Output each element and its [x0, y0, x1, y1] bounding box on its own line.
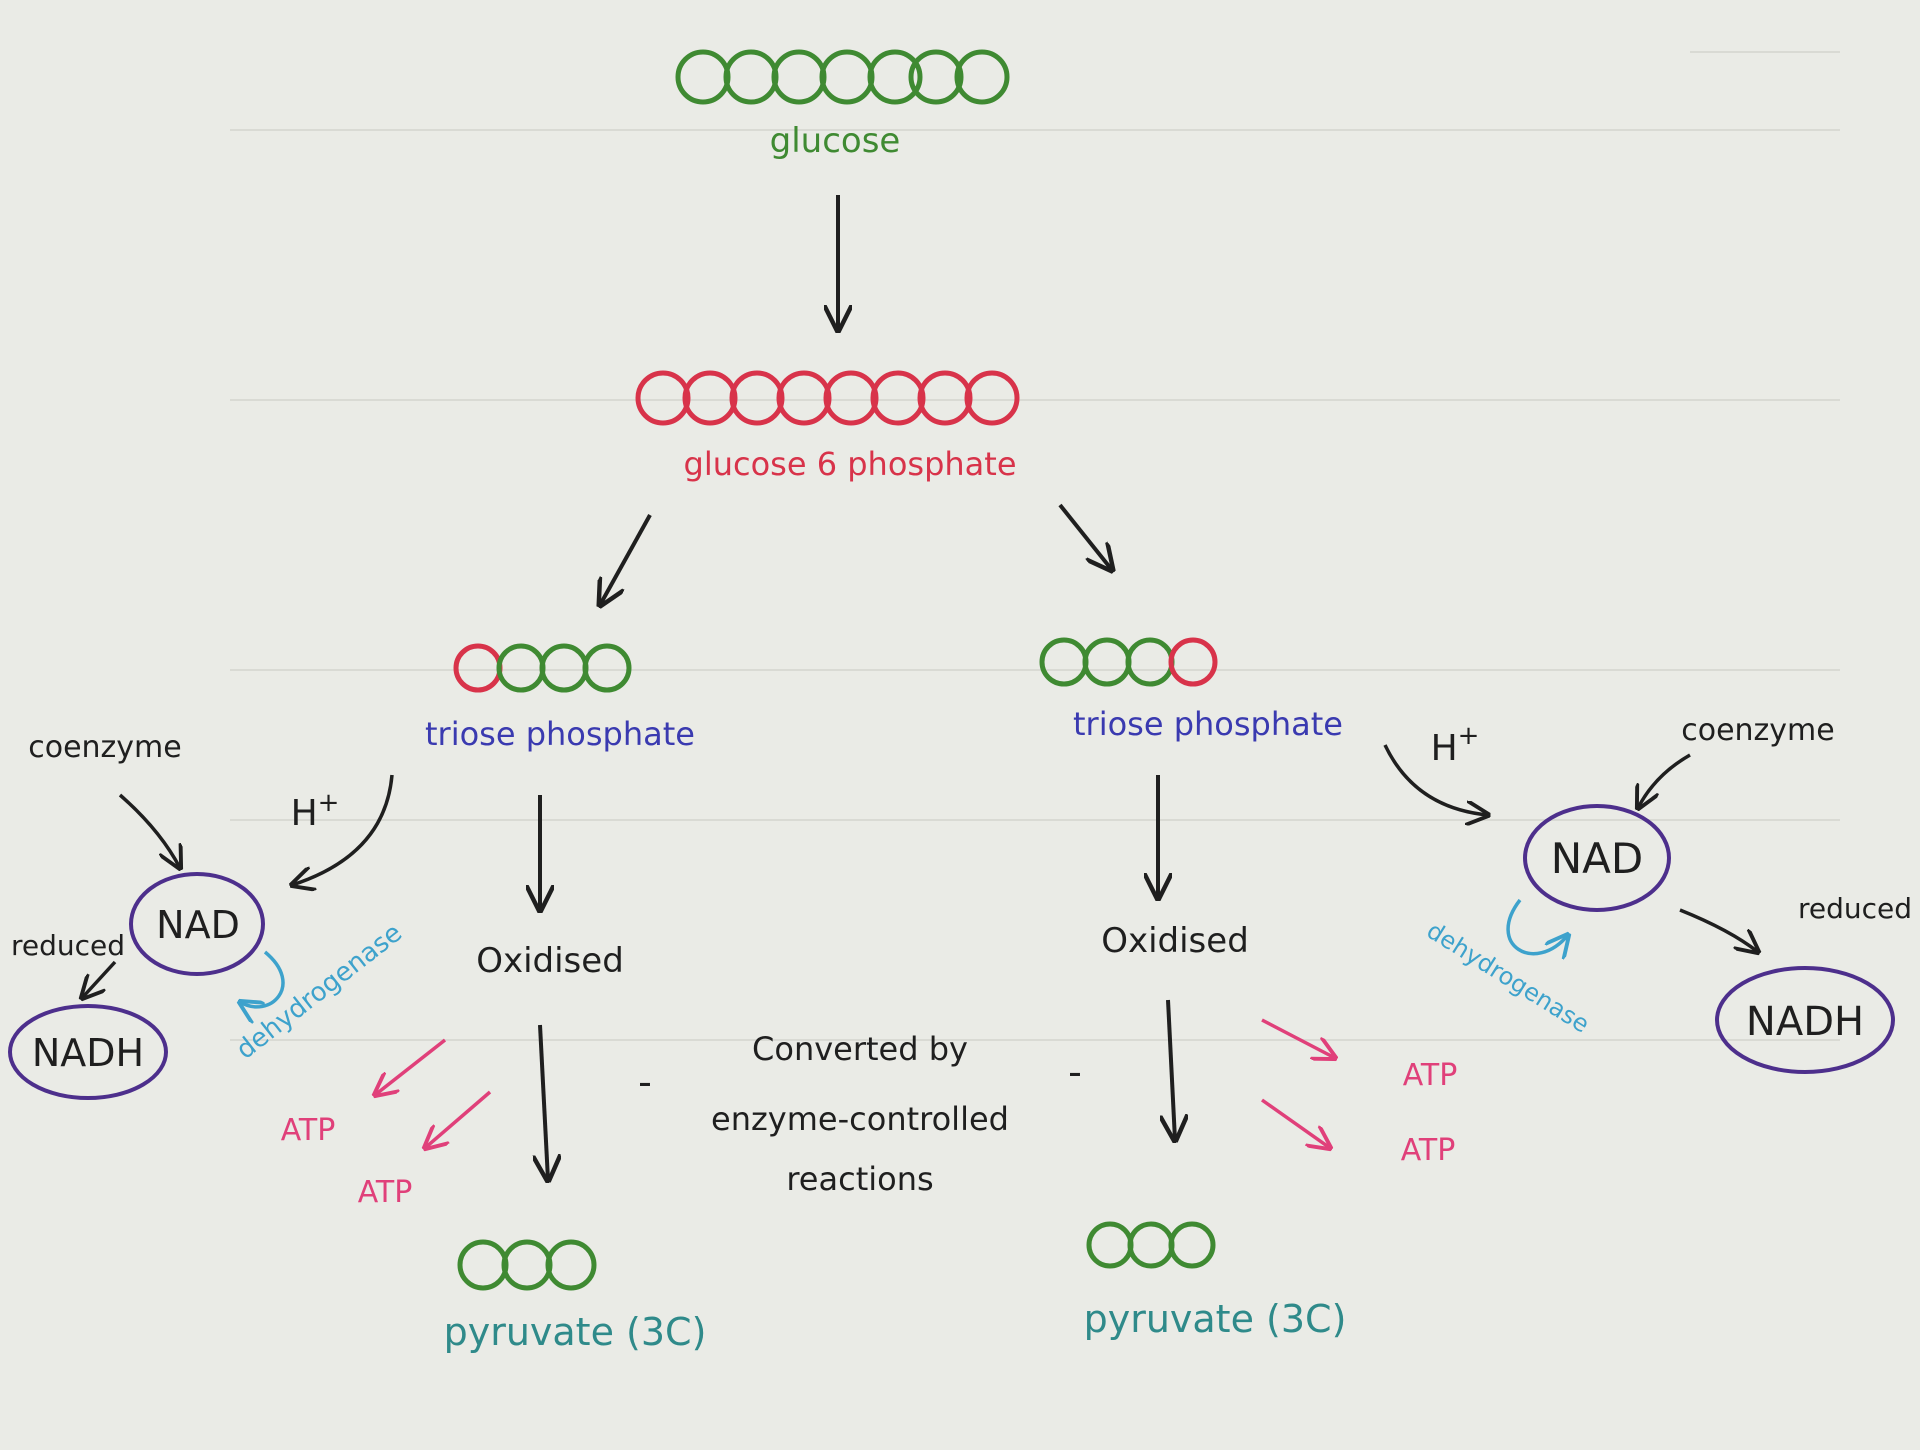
atp-left-2-label: ATP: [358, 1175, 413, 1210]
g6p-label: glucose 6 phosphate: [684, 445, 1017, 483]
nadh-right-label: NADH: [1746, 999, 1864, 1045]
nadh-left-oval: [8, 1004, 168, 1100]
atp-right-arrow-1: [1261, 1018, 1335, 1058]
dehydrogenase-right-cycle-arrow: [1506, 898, 1568, 954]
nad-left-label: NAD: [156, 903, 240, 947]
converted-line-2: enzyme-controlled: [711, 1100, 1009, 1138]
atp-right-2-label: ATP: [1401, 1133, 1456, 1168]
arrow-oxidised-to-pyruvate-left: [540, 1024, 548, 1180]
triose-phosphate-right-label: triose phosphate: [1073, 705, 1343, 743]
hplus-right-label: H+: [1431, 721, 1480, 769]
arrow-hplus-to-nad-right: [1383, 744, 1488, 815]
arrow-hplus-to-nad-left: [292, 774, 394, 885]
converted-line-1: Converted by: [752, 1030, 968, 1068]
hplus-right-H: H: [1431, 728, 1458, 769]
arrow-coenzyme-to-nad-left: [118, 793, 180, 868]
dash-left: -: [638, 1060, 652, 1104]
converted-line-3: reactions: [786, 1160, 933, 1198]
nad-left-oval: [129, 872, 265, 976]
atp-left-arrow-2: [425, 1090, 492, 1148]
background-ruled-lines: [230, 51, 1840, 1041]
pyruvate-right-label: pyruvate (3C): [1084, 1297, 1347, 1341]
arrow-g6p-to-right: [1058, 503, 1112, 570]
oxidised-left-label: Oxidised: [476, 941, 624, 981]
nadh-right-oval: [1715, 966, 1895, 1074]
pyruvate-right-molecule: [1086, 1221, 1216, 1269]
coenzyme-right-label: coenzyme: [1681, 713, 1835, 748]
atp-left-arrow-1: [375, 1038, 447, 1095]
dehydrogenase-left-cycle-arrow: [240, 950, 285, 1007]
pyruvate-left-label: pyruvate (3C): [444, 1310, 707, 1354]
triose-phosphate-right-molecule: [1039, 637, 1218, 687]
arrow-nad-to-nadh-right: [1679, 908, 1758, 952]
glucose-molecule: [675, 49, 1010, 105]
atp-right-arrow-2: [1260, 1098, 1330, 1148]
glucose-6-phosphate-molecule: [635, 370, 1020, 426]
glucose-label: glucose: [770, 121, 901, 161]
dash-right: -: [1068, 1050, 1082, 1094]
arrow-nad-to-nadh-left: [82, 960, 117, 998]
dehydrogenase-left-label: dehydrogenase: [231, 918, 408, 1066]
hplus-left-plus: +: [318, 788, 340, 818]
atp-left-1-label: ATP: [281, 1113, 336, 1148]
nadh-left-label: NADH: [32, 1031, 144, 1075]
arrow-g6p-to-left: [600, 514, 652, 605]
pyruvate-left-molecule: [457, 1239, 597, 1291]
nad-right-oval: [1523, 804, 1671, 912]
coenzyme-left-label: coenzyme: [28, 730, 182, 765]
oxidised-right-label: Oxidised: [1101, 921, 1249, 961]
arrow-coenzyme-to-nad-right: [1638, 753, 1691, 808]
reduced-left-label: reduced: [11, 929, 125, 962]
triose-phosphate-left-label: triose phosphate: [425, 715, 695, 753]
hplus-right-plus: +: [1458, 721, 1480, 751]
triose-phosphate-left-molecule: [453, 643, 632, 693]
hplus-left-label: H+: [291, 788, 340, 834]
reduced-right-label: reduced: [1798, 892, 1912, 925]
hplus-left-H: H: [291, 793, 318, 834]
arrow-oxidised-to-pyruvate-right: [1168, 999, 1175, 1140]
atp-right-1-label: ATP: [1403, 1058, 1458, 1093]
nad-right-label: NAD: [1551, 834, 1644, 883]
